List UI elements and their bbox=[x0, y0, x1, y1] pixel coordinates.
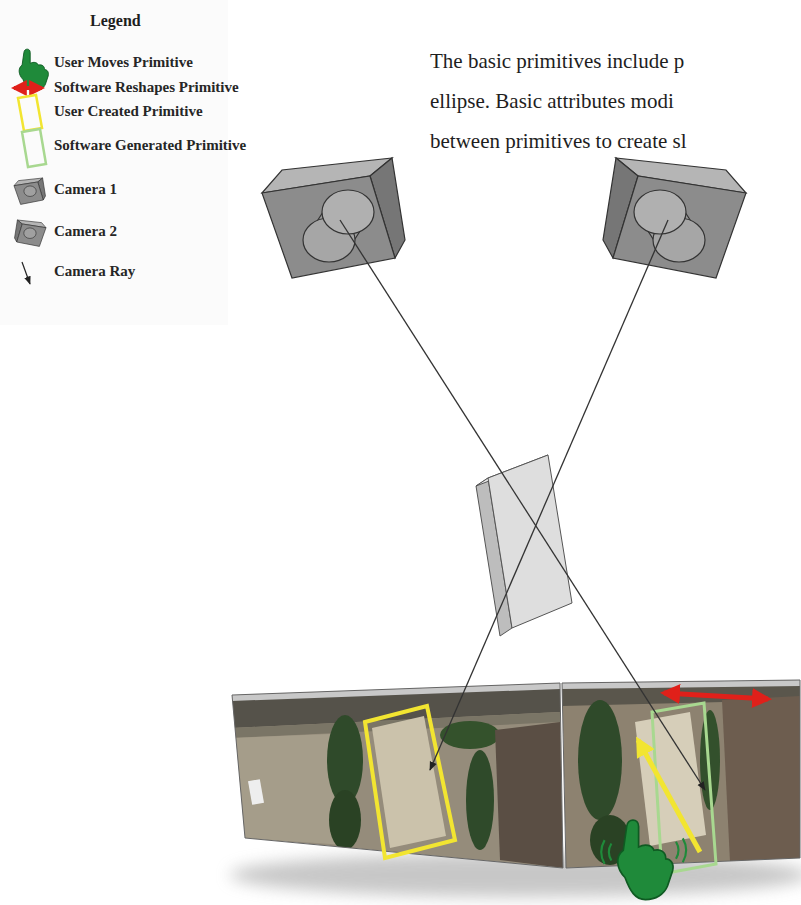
user-move-arrow bbox=[638, 740, 700, 852]
camera-ray bbox=[430, 220, 668, 770]
camera-2 bbox=[603, 158, 746, 278]
user-created-rect bbox=[365, 706, 455, 858]
hand-icon bbox=[19, 49, 48, 91]
legend-label: Software Reshapes Primitive bbox=[54, 79, 239, 96]
legend-label: User Created Primitive bbox=[54, 103, 203, 120]
legend-label: Software Generated Primitive bbox=[54, 137, 246, 154]
legend-label: Camera 1 bbox=[54, 181, 117, 198]
camera-icon bbox=[15, 220, 46, 246]
ray-icon bbox=[22, 262, 30, 284]
legend-label: Camera Ray bbox=[54, 263, 135, 280]
left-panel-frame bbox=[232, 683, 563, 868]
body-text: ellipse. Basic attributes modi bbox=[430, 90, 674, 113]
camera-1 bbox=[262, 158, 405, 278]
body-text: between primitives to create sl bbox=[430, 130, 687, 153]
reshape-arrow bbox=[664, 693, 768, 699]
object-box bbox=[476, 455, 572, 636]
camera-ray bbox=[340, 220, 705, 790]
reshape-arrow-icon bbox=[14, 86, 42, 90]
software-generated-rect bbox=[652, 703, 716, 874]
hand bbox=[601, 820, 686, 899]
user-rect-icon bbox=[18, 95, 42, 131]
generated-rect-icon bbox=[22, 129, 46, 167]
camera-icon bbox=[14, 178, 45, 204]
left-photo bbox=[232, 683, 563, 868]
legend-title: Legend bbox=[90, 12, 141, 30]
legend-label: User Moves Primitive bbox=[54, 54, 193, 71]
body-text: The basic primitives include p bbox=[430, 50, 684, 73]
legend-panel bbox=[0, 0, 228, 325]
legend-label: Camera 2 bbox=[54, 223, 117, 240]
legend-icons bbox=[14, 49, 48, 284]
